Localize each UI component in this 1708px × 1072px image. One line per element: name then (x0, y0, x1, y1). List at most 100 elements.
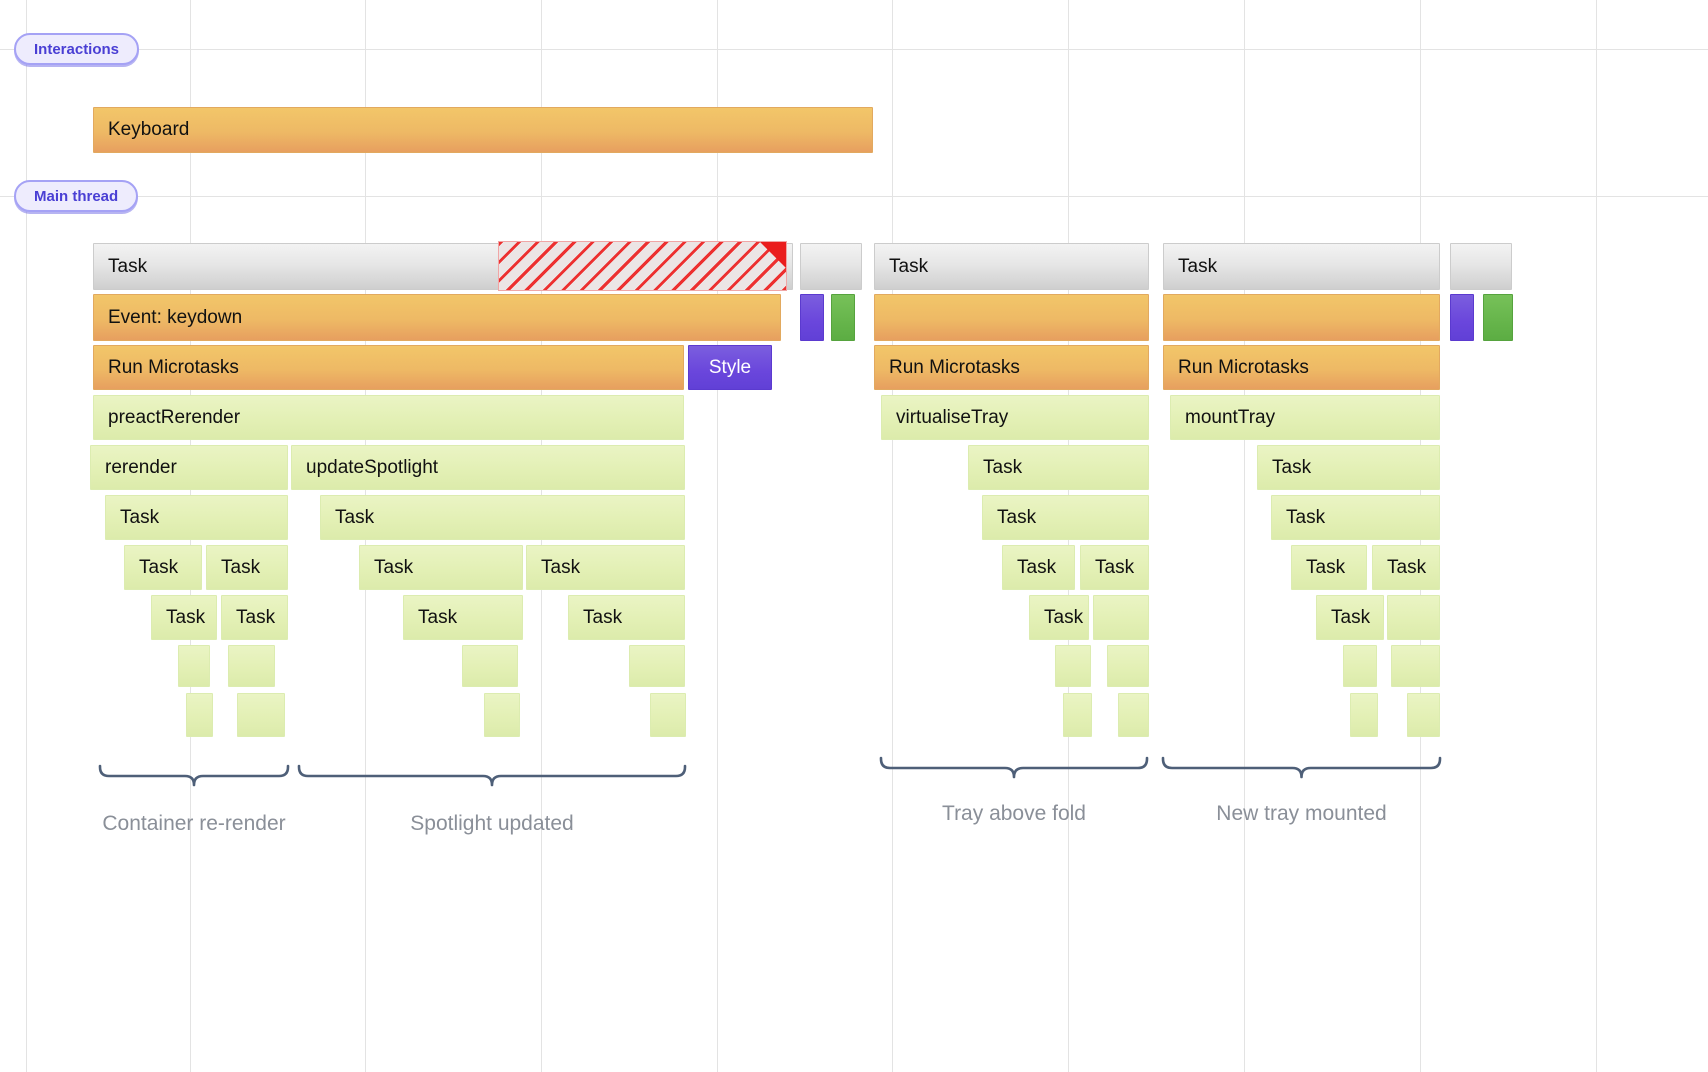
bar-label: Task (139, 556, 179, 578)
flame-bar-d6-task-4[interactable]: Task (1002, 545, 1075, 590)
flame-bar-d7-task-1[interactable]: Task (221, 595, 288, 640)
flame-bar-d4-task-2[interactable]: Task (968, 445, 1149, 490)
flame-bar-d8-script-2[interactable] (462, 645, 518, 687)
flame-bar-d8-script-5[interactable] (1107, 645, 1149, 687)
bar-label: rerender (105, 456, 177, 478)
bar-label: Task (108, 255, 148, 277)
flame-bar-d2-run-microtasks-0[interactable]: Run Microtasks (93, 345, 684, 390)
flame-bar-d3-virtualisetray-1[interactable]: virtualiseTray (881, 395, 1149, 440)
flame-bar-d2-style-1[interactable]: Style (688, 345, 772, 390)
bar-label: Task (983, 456, 1023, 478)
flame-bar-d0-task-3[interactable]: Task (1163, 243, 1440, 290)
flame-bar-d1-style-5[interactable] (1450, 294, 1474, 341)
flame-bar-d1-event-keydown-0[interactable]: Event: keydown (93, 294, 781, 341)
flame-bar-d4-updatespotlight-1[interactable]: updateSpotlight (291, 445, 685, 490)
flame-bar-d4-task-3[interactable]: Task (1257, 445, 1440, 490)
bar-label: Task (418, 606, 458, 628)
flame-bar-d0-task-1[interactable] (800, 243, 862, 290)
track-pill-main-thread[interactable]: Main thread (14, 180, 139, 212)
annotation-caption-tray-above-fold: Tray above fold (942, 802, 1086, 825)
bar-label: Task (120, 506, 160, 528)
flame-bar-d9-script-2[interactable] (484, 693, 520, 737)
flame-bar-d8-script-7[interactable] (1391, 645, 1440, 687)
flame-bar-d5-task-1[interactable]: Task (320, 495, 685, 540)
annotation-bracket-container-rerender (98, 764, 290, 795)
flame-bar-d8-script-1[interactable] (228, 645, 275, 687)
bar-label: Run Microtasks (1178, 356, 1309, 378)
track-pill-label: Main thread (34, 187, 119, 205)
flame-bar-d5-task-3[interactable]: Task (1271, 495, 1440, 540)
flame-bar-d8-script-0[interactable] (178, 645, 210, 687)
track-pill-label: Interactions (34, 40, 120, 58)
track-rule-0 (0, 49, 1708, 50)
gridline-0 (26, 0, 27, 1072)
track-pill-interactions[interactable]: Interactions (14, 33, 140, 65)
flame-bar-d1-paint-2[interactable] (831, 294, 855, 341)
flame-bar-d6-task-1[interactable]: Task (206, 545, 288, 590)
flame-bar-d7-script-7[interactable] (1387, 595, 1440, 640)
flame-bar-d0-task-4[interactable] (1450, 243, 1512, 290)
flame-bar-d7-task-3[interactable]: Task (568, 595, 685, 640)
flame-bar-d3-preactrerender-0[interactable]: preactRerender (93, 395, 684, 440)
flame-bar-d9-script-7[interactable] (1407, 693, 1440, 737)
annotation-bracket-new-tray-mounted (1161, 756, 1442, 787)
flame-bar-d7-task-0[interactable]: Task (151, 595, 217, 640)
flame-bar-d5-task-0[interactable]: Task (105, 495, 288, 540)
bar-label: Task (335, 506, 375, 528)
flame-bar-d9-script-4[interactable] (1063, 693, 1092, 737)
flame-bar-d1-event-4[interactable] (1163, 294, 1440, 341)
flame-bar-d7-task-4[interactable]: Task (1029, 595, 1089, 640)
bar-label: Task (997, 506, 1037, 528)
bar-label: Task (1095, 556, 1135, 578)
flame-bar-d9-script-5[interactable] (1118, 693, 1149, 737)
flame-bar-d7-script-5[interactable] (1093, 595, 1149, 640)
bar-label: Task (889, 255, 929, 277)
flame-bar-d6-task-7[interactable]: Task (1372, 545, 1440, 590)
flame-bar-d9-script-3[interactable] (650, 693, 686, 737)
flame-bar-d6-task-3[interactable]: Task (526, 545, 685, 590)
annotation-bracket-spotlight-updated (297, 764, 687, 795)
interaction-entry-keyboard[interactable]: Keyboard (93, 107, 873, 153)
flame-bar-d7-task-6[interactable]: Task (1316, 595, 1384, 640)
flame-bar-d6-task-2[interactable]: Task (359, 545, 523, 590)
flame-bar-d2-run-microtasks-2[interactable]: Run Microtasks (874, 345, 1149, 390)
flame-bar-d5-task-2[interactable]: Task (982, 495, 1149, 540)
bar-label: Run Microtasks (889, 356, 1020, 378)
annotation-caption-container-rerender: Container re-render (102, 812, 286, 835)
flame-bar-d6-task-5[interactable]: Task (1080, 545, 1149, 590)
gridline-4 (717, 0, 718, 1072)
flame-bar-d8-script-6[interactable] (1343, 645, 1377, 687)
flame-bar-d7-task-2[interactable]: Task (403, 595, 523, 640)
gridline-5 (892, 0, 893, 1072)
bar-label: Task (1044, 606, 1084, 628)
flame-bar-d0-task-2[interactable]: Task (874, 243, 1149, 290)
bar-label: preactRerender (108, 406, 241, 428)
long-task-warning-overlay[interactable] (498, 241, 787, 291)
flame-bar-d1-event-3[interactable] (874, 294, 1149, 341)
flame-bar-d8-script-4[interactable] (1055, 645, 1091, 687)
bar-label: Style (708, 356, 752, 378)
flame-bar-d2-run-microtasks-3[interactable]: Run Microtasks (1163, 345, 1440, 390)
flame-bar-d9-script-6[interactable] (1350, 693, 1378, 737)
gridline-9 (1596, 0, 1597, 1072)
flame-bar-d9-script-1[interactable] (237, 693, 285, 737)
bar-label: virtualiseTray (896, 406, 1009, 428)
flame-bar-d1-style-1[interactable] (800, 294, 824, 341)
flame-bar-d9-script-0[interactable] (186, 693, 213, 737)
flame-bar-d3-mounttray-2[interactable]: mountTray (1170, 395, 1440, 440)
bar-label: Event: keydown (108, 306, 243, 328)
bar-label: Run Microtasks (108, 356, 239, 378)
bar-label: Task (221, 556, 261, 578)
bar-label: mountTray (1185, 406, 1276, 428)
annotation-caption-spotlight-updated: Spotlight updated (410, 812, 574, 835)
flame-bar-d8-script-3[interactable] (629, 645, 685, 687)
flame-bar-d6-task-0[interactable]: Task (124, 545, 202, 590)
flame-bar-d1-paint-6[interactable] (1483, 294, 1513, 341)
bar-label: Task (374, 556, 414, 578)
bar-label: Task (1286, 506, 1326, 528)
bar-label: Task (1178, 255, 1218, 277)
bar-label: Task (1331, 606, 1371, 628)
gridline-7 (1244, 0, 1245, 1072)
flame-bar-d4-rerender-0[interactable]: rerender (90, 445, 288, 490)
flame-bar-d6-task-6[interactable]: Task (1291, 545, 1367, 590)
